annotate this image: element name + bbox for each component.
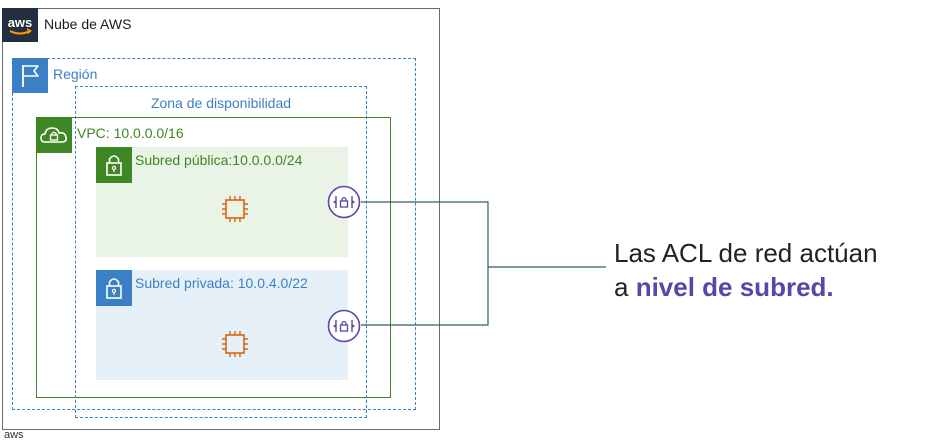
ec2-chip-icon (217, 191, 253, 227)
aws-cloud-label: Nube de AWS (44, 16, 132, 32)
callout-line-2-prefix: a (614, 272, 636, 302)
network-acl-icon (327, 309, 361, 343)
callout-text: Las ACL de red actúan a nivel de subred. (614, 236, 878, 304)
callout-line-1: Las ACL de red actúan (614, 238, 878, 268)
cut-off-text: aws (4, 429, 24, 441)
network-acl-icon (327, 185, 361, 219)
private-subnet-label: Subred privada: 10.0.4.0/22 (135, 275, 308, 291)
aws-logo-text: aws (8, 15, 33, 30)
padlock-icon (96, 147, 132, 183)
cloud-lock-icon (36, 117, 72, 153)
callout-line-2: a nivel de subred. (614, 270, 878, 304)
region-label: Región (53, 66, 98, 82)
ec2-chip-icon (217, 326, 253, 362)
private-subnet-group (96, 270, 348, 380)
availability-zone-label: Zona de disponibilidad (150, 95, 292, 111)
padlock-icon (96, 270, 132, 306)
vpc-label: VPC: 10.0.0.0/16 (77, 125, 184, 141)
aws-logo-icon: aws (2, 8, 38, 42)
flag-icon (12, 58, 48, 93)
callout-emphasis: nivel de subred. (635, 272, 834, 302)
public-subnet-label: Subred pública:10.0.0.0/24 (135, 152, 303, 168)
public-subnet-group (96, 147, 348, 257)
